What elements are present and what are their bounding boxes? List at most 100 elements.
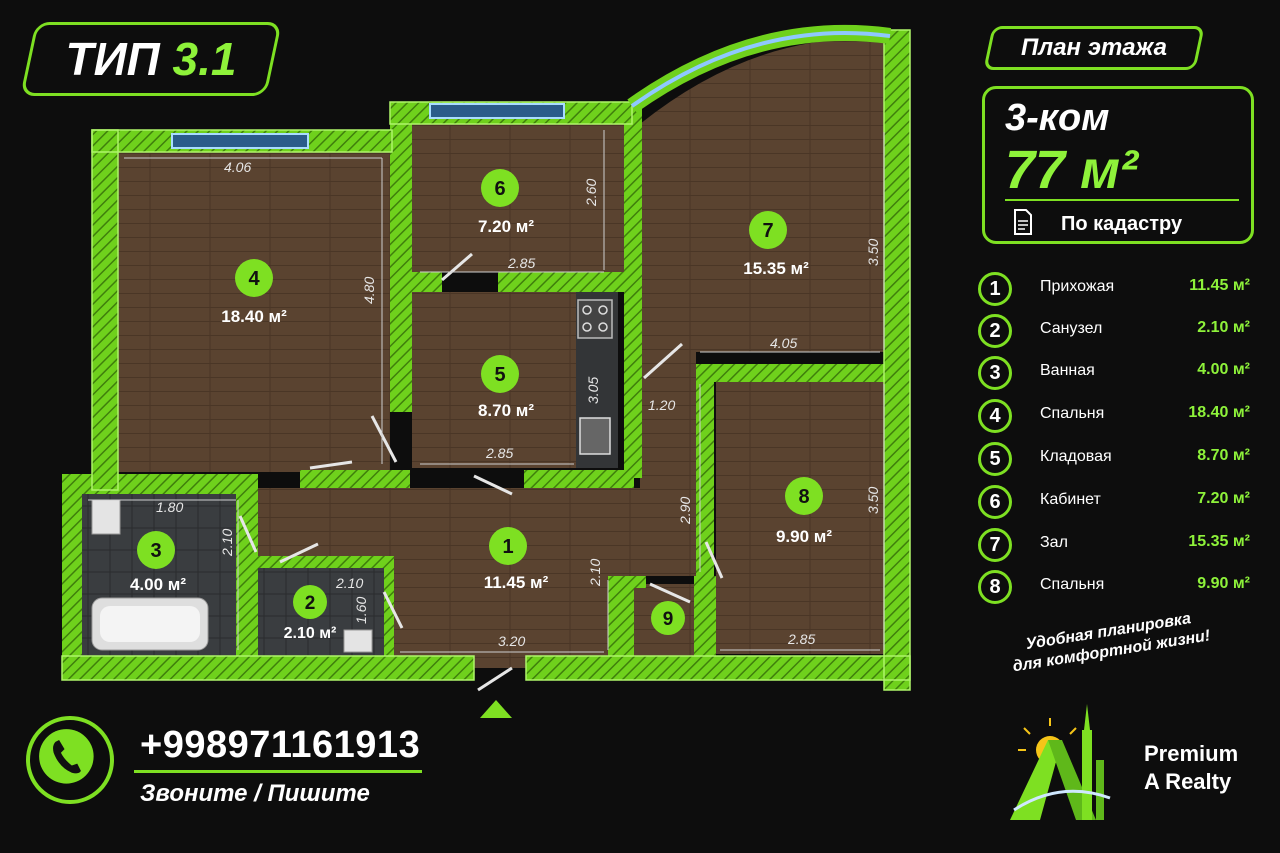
room-area: 18.40 м² xyxy=(221,307,287,326)
dimension-label: 2.10 xyxy=(587,559,603,587)
floor-corridor xyxy=(640,352,696,492)
dimension-label: 3.20 xyxy=(498,633,525,649)
legend-row: 6 Кабинет 7.20 м² xyxy=(978,485,1254,519)
slogan: Удобная планировка для комфортной жизни! xyxy=(986,603,1233,681)
dimension-label: 2.60 xyxy=(583,179,599,207)
dimension-label: 2.10 xyxy=(219,529,235,557)
brand-line: A Realty xyxy=(1144,769,1232,794)
room-area: 11.45 м² xyxy=(484,573,549,592)
type-prefix: ТИП xyxy=(65,33,160,85)
legend-area: 11.45 м² xyxy=(1189,277,1250,294)
bathroom-sink-icon xyxy=(91,499,121,535)
divider xyxy=(1005,199,1239,201)
legend-name: Спальня xyxy=(1040,576,1105,593)
floor-room-1 xyxy=(250,488,696,668)
dimension-label: 1.60 xyxy=(353,597,369,624)
room-area: 9.90 м² xyxy=(776,527,832,546)
plan-label: План этажа xyxy=(983,26,1205,70)
legend-name: Зал xyxy=(1040,534,1068,551)
fixtures xyxy=(91,299,613,653)
dimension-label: 2.10 xyxy=(335,575,363,591)
contact-call-to-action: Звоните / Пишите xyxy=(140,780,370,807)
cadastre-label: По кадастру xyxy=(1061,213,1183,235)
phone-number[interactable]: +998971161913 xyxy=(140,724,421,766)
dimension-label: 2.85 xyxy=(485,445,513,461)
room-area: 2.10 м² xyxy=(284,625,337,642)
legend-number: 7 xyxy=(978,528,1012,562)
room-number: 2 xyxy=(305,593,316,614)
dimension-labels: 4.06 4.80 2.60 2.85 3.50 4.05 3.05 2.85 … xyxy=(156,159,881,649)
room-area: 15.35 м² xyxy=(743,259,809,278)
room-area: 4.00 м² xyxy=(130,575,186,594)
divider xyxy=(134,770,422,773)
wall-outlines xyxy=(61,29,911,691)
area-summary: 3-ком 77 м² По кадастру xyxy=(982,86,1254,244)
plan-label-text: План этажа xyxy=(1021,34,1167,61)
legend-area: 9.90 м² xyxy=(1197,575,1250,592)
rooms-count: 3-ком xyxy=(1005,97,1110,139)
brand-line: Premium xyxy=(1144,741,1239,766)
legend-number: 8 xyxy=(978,570,1012,604)
legend-number: 5 xyxy=(978,442,1012,476)
floor-room-4 xyxy=(118,150,390,472)
legend-name: Спальня xyxy=(1040,405,1105,422)
dimension-label: 3.50 xyxy=(865,487,881,514)
dimension-label: 3.05 xyxy=(585,377,601,404)
floor-plan: 4.06 4.80 2.60 2.85 3.50 4.05 3.05 2.85 … xyxy=(61,24,911,718)
type-number: 3.1 xyxy=(172,33,237,85)
room-marker-2: 2 2.10 м² xyxy=(284,585,337,642)
legend-number: 1 xyxy=(978,272,1012,306)
legend-name: Кабинет xyxy=(1040,491,1101,508)
room-marker-4: 4 18.40 м² xyxy=(221,259,287,326)
legend-name: Кладовая xyxy=(1040,448,1112,465)
dimension-label: 2.90 xyxy=(677,497,693,525)
legend-area: 18.40 м² xyxy=(1188,404,1250,421)
dimension-label: 1.20 xyxy=(648,397,675,413)
legend-number: 4 xyxy=(978,399,1012,433)
legend-row: 1 Прихожая 11.45 м² xyxy=(978,272,1254,306)
dimension-label: 4.05 xyxy=(770,335,797,351)
room-area: 8.70 м² xyxy=(478,401,534,420)
entrance-arrow xyxy=(480,700,512,718)
stove-icon xyxy=(577,299,613,339)
legend-name: Прихожая xyxy=(1040,278,1115,295)
room-marker-9: 9 xyxy=(651,601,685,635)
room-marker-7: 7 15.35 м² xyxy=(743,211,809,278)
room-number: 8 xyxy=(798,486,809,508)
legend-row: 7 Зал 15.35 м² xyxy=(978,528,1254,562)
phone-icon[interactable] xyxy=(26,716,114,804)
room-number: 5 xyxy=(494,364,505,386)
plan-type-title: ТИП 3.1 xyxy=(20,22,282,96)
room-marker-1: 1 11.45 м² xyxy=(484,527,549,592)
dimension-lines xyxy=(88,130,885,653)
floor-room-8 xyxy=(716,380,886,654)
dimension-label: 4.06 xyxy=(224,159,251,175)
legend-row: 2 Санузел 2.10 м² xyxy=(978,314,1254,348)
floor-room-6 xyxy=(412,124,624,272)
legend-area: 4.00 м² xyxy=(1197,361,1250,378)
legend-number: 2 xyxy=(978,314,1012,348)
legend-name: Санузел xyxy=(1040,320,1103,337)
room-number: 1 xyxy=(502,536,513,558)
legend-name: Ванная xyxy=(1040,362,1095,379)
room-marker-8: 8 9.90 м² xyxy=(776,477,832,546)
room-number: 4 xyxy=(248,268,260,290)
legend-area: 8.70 м² xyxy=(1197,447,1250,464)
doors xyxy=(238,252,724,692)
brand-logo-icon xyxy=(1010,704,1111,820)
legend-area: 2.10 м² xyxy=(1197,319,1250,336)
wc-sink-icon xyxy=(343,629,373,653)
legend-number: 6 xyxy=(978,485,1012,519)
document-icon xyxy=(1014,209,1032,235)
room-number: 9 xyxy=(663,609,674,630)
brand-name: Premium A Realty xyxy=(1144,740,1238,796)
legend-row: 4 Спальня 18.40 м² xyxy=(978,399,1254,433)
legend-row: 5 Кладовая 8.70 м² xyxy=(978,442,1254,476)
dimension-label: 2.85 xyxy=(787,631,815,647)
legend-area: 7.20 м² xyxy=(1197,490,1250,507)
room-number: 7 xyxy=(762,220,773,242)
room-marker-5: 5 8.70 м² xyxy=(478,355,534,420)
room-marker-6: 6 7.20 м² xyxy=(478,169,534,236)
total-area: 77 м² xyxy=(1005,140,1138,200)
dimension-label: 2.85 xyxy=(507,255,535,271)
